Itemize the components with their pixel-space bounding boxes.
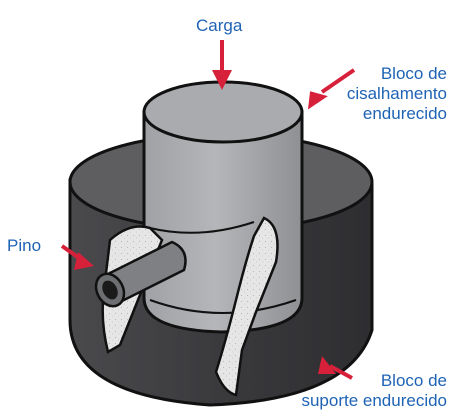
shear-block [144,82,302,332]
shear-block-top [144,82,302,142]
load-label: Carga [196,16,242,36]
shear-block-body [144,112,302,332]
support-block-label-line-2: suporte endurecido [301,391,447,411]
pin-label: Pino [7,236,41,256]
shear-block-label-line-1: Bloco de [347,64,447,84]
shear-block-label: Bloco de cisalhamento endurecido [347,64,447,124]
support-block-label-line-1: Bloco de [301,371,447,391]
shear-block-label-line-3: endurecido [347,104,447,124]
shear-block-label-line-2: cisalhamento [347,84,447,104]
support-block-label: Bloco de suporte endurecido [301,371,447,411]
